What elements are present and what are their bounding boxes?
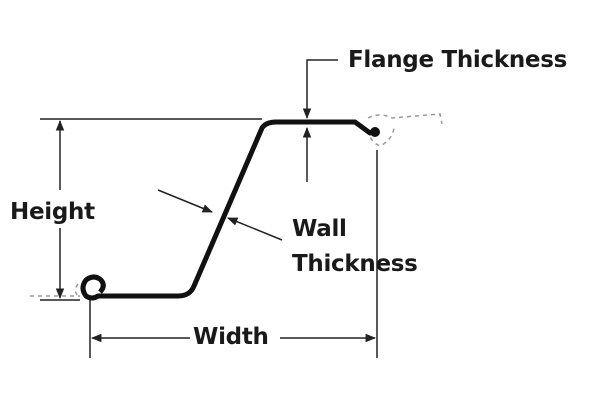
extension-lines xyxy=(40,118,378,358)
flange-thickness-dimension xyxy=(302,59,338,182)
height-label: Height xyxy=(10,199,95,225)
wall-thickness-label-line2: Thickness xyxy=(292,251,418,277)
flange-thickness-label: Flange Thickness xyxy=(348,47,567,73)
width-label: Width xyxy=(193,324,269,350)
sheet-pile-profile xyxy=(80,119,380,301)
adjacent-pile-dashed xyxy=(30,113,443,299)
wall-thickness-label-line1: Wall xyxy=(292,216,347,242)
wall-thickness-dimension xyxy=(157,189,283,241)
